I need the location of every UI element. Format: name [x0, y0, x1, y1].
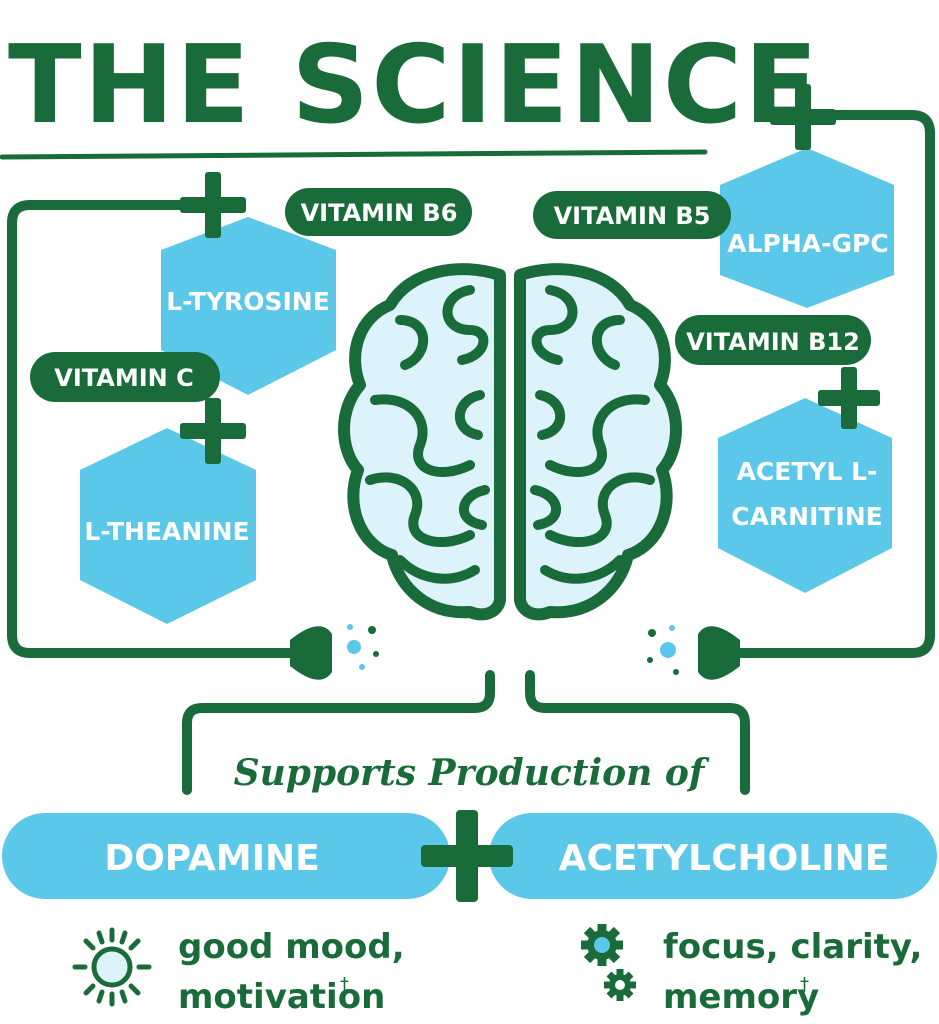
vitamin-c-pill: VITAMIN C [30, 352, 220, 402]
vitamin-b5-label: VITAMIN B5 [554, 202, 711, 230]
sun-icon [72, 927, 152, 1007]
left-connector-line [7, 200, 295, 658]
dopamine-benefit-line2: motivation [178, 977, 385, 1017]
right-bulb-connector-icon [647, 625, 740, 680]
plus-icon [421, 810, 513, 902]
dopamine-label: DOPAMINE [104, 838, 319, 879]
plus-icon [180, 398, 246, 464]
gears-icon [581, 924, 636, 1001]
plus-icon [180, 172, 246, 238]
acetyl-l-carnitine-hexagon: ACETYL L- CARNITINE [718, 398, 892, 593]
plus-icon [770, 84, 836, 150]
acetylcholine-band: ACETYLCHOLINE [489, 813, 937, 899]
l-theanine-label: L-THEANINE [84, 517, 249, 546]
dopamine-footnote-mark: † [340, 974, 349, 995]
vitamin-c-label: VITAMIN C [54, 364, 193, 392]
page-title: THE SCIENCE [8, 23, 820, 148]
vitamin-b6-label: VITAMIN B6 [301, 199, 458, 227]
acetylcholine-footnote-mark: † [800, 974, 809, 995]
dopamine-bracket-line [182, 670, 495, 795]
brain-icon [338, 263, 682, 621]
dopamine-band: DOPAMINE [2, 813, 450, 899]
vitamin-b12-pill: VITAMIN B12 [675, 315, 871, 365]
l-tyrosine-hexagon: L-TYROSINE [161, 217, 336, 395]
supports-production-label: Supports Production of [234, 752, 710, 794]
acetylcholine-benefit-line2: memory [663, 977, 819, 1017]
alpha-gpc-label: ALPHA-GPC [727, 229, 888, 258]
acetylcholine-label: ACETYLCHOLINE [559, 838, 890, 879]
right-connector-line [735, 110, 935, 658]
l-theanine-hexagon: L-THEANINE [80, 428, 256, 624]
acetylcholine-benefit-line1: focus, clarity, [663, 927, 922, 967]
plus-icon [818, 367, 880, 429]
acetylcholine-bracket-line [525, 670, 750, 795]
left-bulb-connector-icon [290, 624, 379, 680]
dopamine-benefit-line1: good mood, [178, 927, 405, 967]
vitamin-b12-label: VITAMIN B12 [686, 328, 860, 356]
acetyl-l-carnitine-label-line2: CARNITINE [731, 502, 883, 531]
l-tyrosine-label: L-TYROSINE [166, 287, 330, 316]
vitamin-b6-pill: VITAMIN B6 [285, 188, 472, 236]
acetyl-l-carnitine-label-line1: ACETYL L- [737, 457, 878, 486]
title-underline [0, 149, 708, 160]
alpha-gpc-hexagon: ALPHA-GPC [720, 148, 894, 308]
vitamin-b5-pill: VITAMIN B5 [533, 191, 731, 239]
